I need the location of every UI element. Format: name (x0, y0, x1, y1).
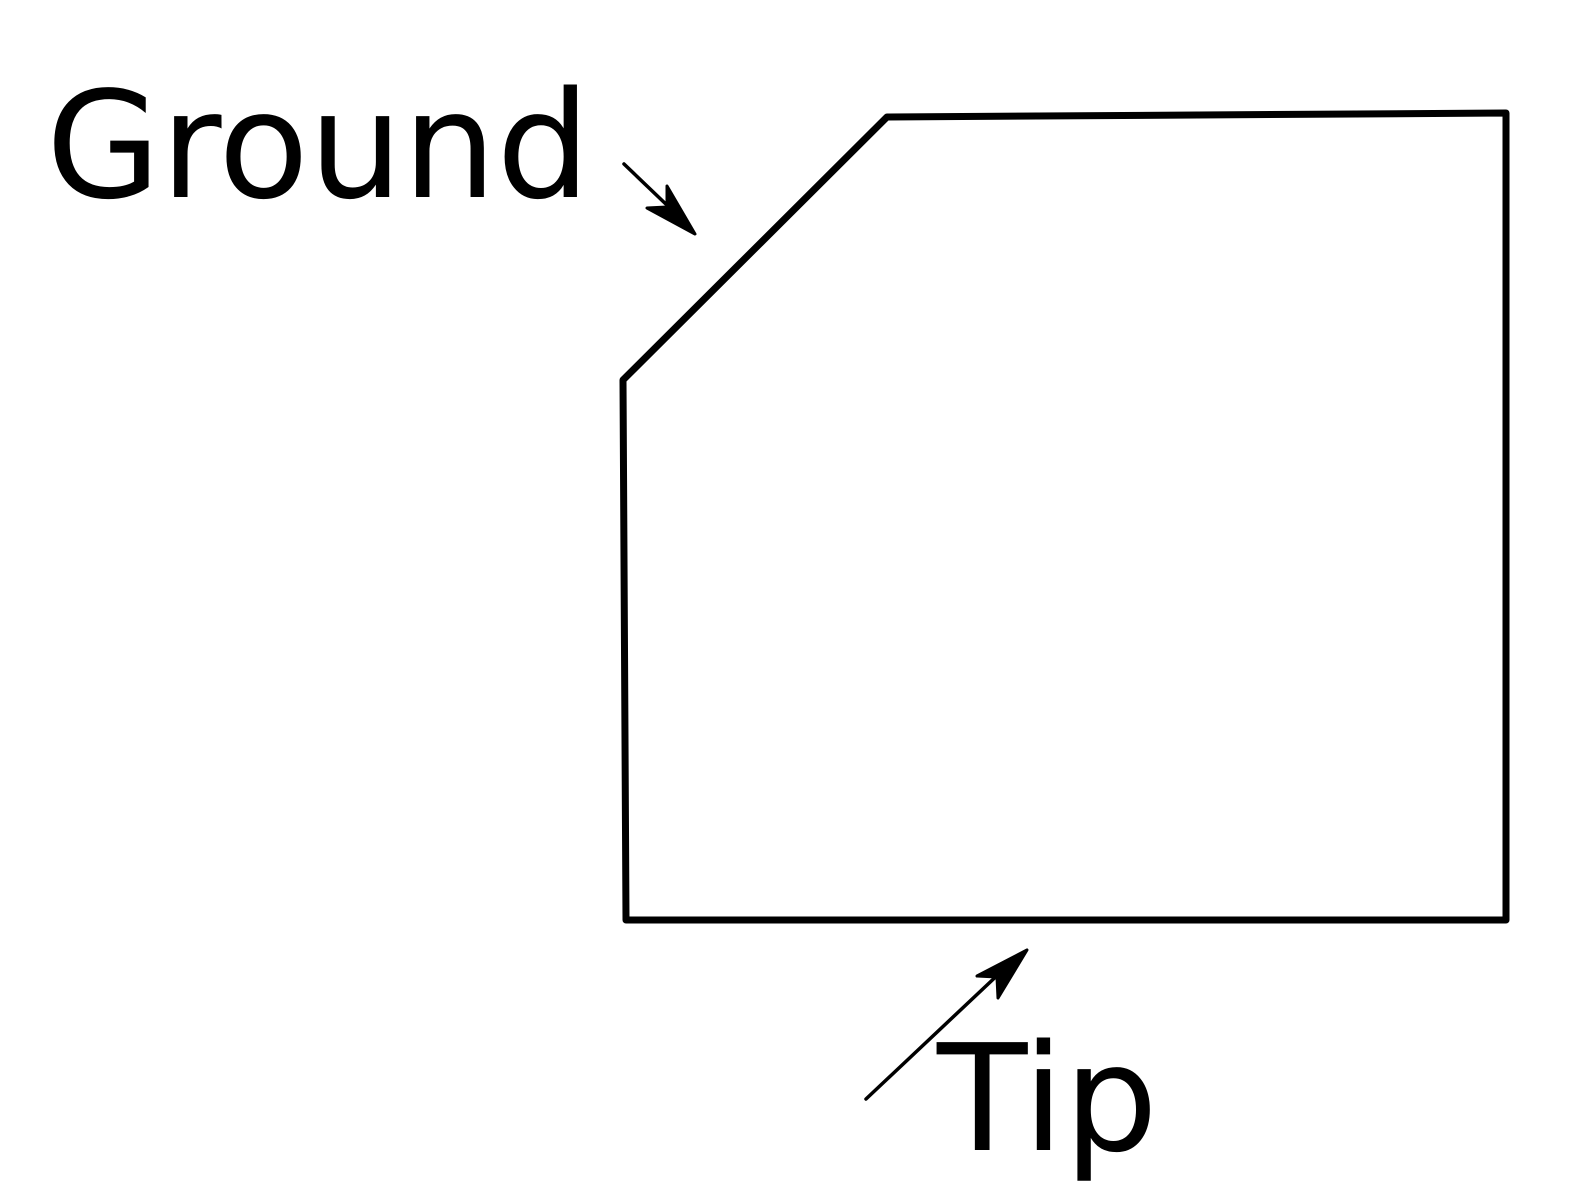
ground-arrow-icon (622, 162, 697, 236)
tip-arrow-icon (864, 948, 1029, 1101)
tip-label: Tip (936, 1013, 1158, 1185)
ground-label: Ground (46, 60, 590, 232)
tip-outline-shape (619, 109, 1510, 924)
